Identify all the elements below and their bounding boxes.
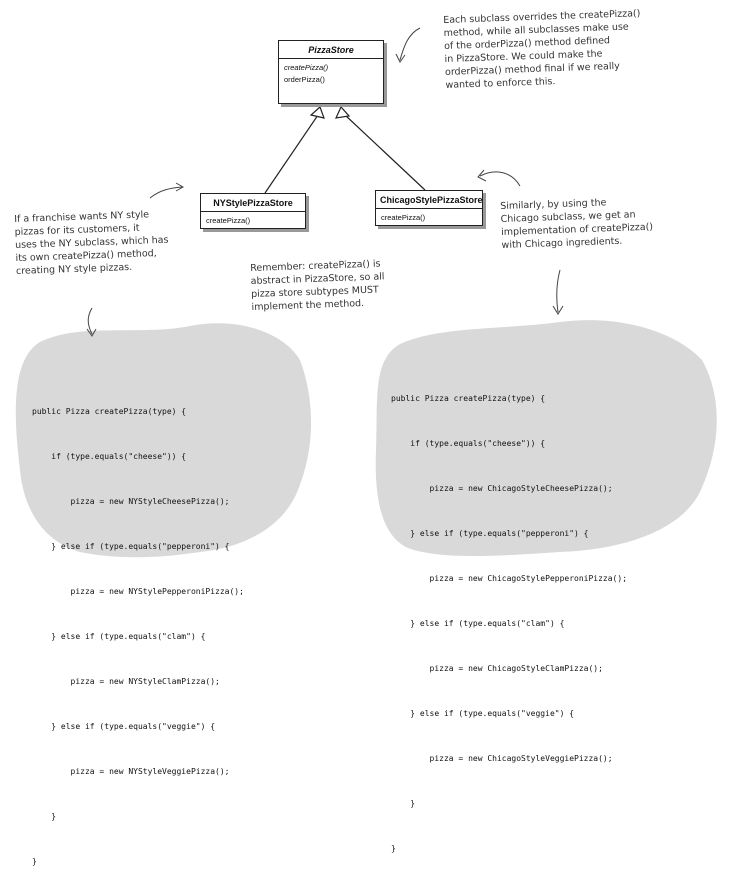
ny-create-pizza-code: public Pizza createPizza(type) { if (typ… [32, 374, 244, 884]
ny-inheritance-line [264, 114, 319, 194]
note-right: Similarly, by using the Chicago subclass… [500, 197, 654, 251]
code-line: pizza = new ChicagoStyleVeggiePizza(); [391, 754, 613, 763]
code-line: } else if (type.equals("clam") { [391, 619, 565, 628]
code-line: } else if (type.equals("pepperoni") { [32, 542, 230, 551]
pizzastore-method-createpizza: createPizza() [284, 63, 329, 72]
code-line: pizza = new ChicagoStylePepperoniPizza()… [391, 574, 628, 583]
chicago-code-blob [375, 320, 717, 556]
pizzastore-class: PizzaStore createPizza() orderPizza() [278, 40, 384, 104]
note-left: If a franchise wants NY style pizzas for… [14, 209, 169, 277]
ny-inheritance-arrowhead [309, 105, 325, 119]
right-note-down-arrow [556, 269, 561, 313]
chicagostylepizzastore-class-name: ChicagoStylePizzaStore [376, 191, 483, 209]
note-top-right: Each subclass overrides the createPizza(… [443, 8, 641, 91]
code-line: public Pizza createPizza(type) { [391, 394, 546, 403]
code-line: pizza = new NYStylePepperoniPizza(); [32, 587, 244, 596]
code-line: pizza = new NYStyleCheesePizza(); [32, 497, 230, 506]
code-line: if (type.equals("cheese")) { [32, 452, 187, 461]
code-blobs [15, 320, 717, 558]
code-line: } else if (type.equals("clam") { [32, 632, 206, 641]
code-line: public Pizza createPizza(type) { [32, 407, 187, 416]
chicagostylepizzastore-class: ChicagoStylePizzaStore createPizza() [375, 190, 483, 226]
nystylepizzastore-method-createpizza: createPizza() [206, 216, 251, 225]
top-note-arrow [399, 27, 421, 61]
note-middle: Remember: createPizza() is abstract in P… [250, 258, 385, 313]
code-line: pizza = new NYStyleClamPizza(); [32, 677, 220, 686]
ny-code-blob [15, 323, 312, 558]
chicago-create-pizza-code: public Pizza createPizza(type) { if (typ… [391, 361, 627, 871]
pizzastore-class-name: PizzaStore [279, 41, 383, 59]
code-line: } else if (type.equals("veggie") { [391, 709, 575, 718]
code-line: pizza = new ChicagoStyleClamPizza(); [391, 664, 603, 673]
diagram-lines [86, 27, 564, 337]
code-line: } else if (type.equals("veggie") { [32, 722, 216, 731]
chicago-inheritance-line [344, 114, 426, 191]
nystylepizzastore-class: NYStylePizzaStore createPizza() [200, 193, 306, 229]
code-line: } [32, 812, 57, 821]
code-line: } [32, 857, 37, 866]
code-line: } [391, 799, 416, 808]
code-line: } [391, 844, 396, 853]
pizzastore-method-orderpizza: orderPizza() [284, 75, 325, 84]
code-line: if (type.equals("cheese")) { [391, 439, 546, 448]
code-line: pizza = new NYStyleVeggiePizza(); [32, 767, 230, 776]
code-line: } else if (type.equals("pepperoni") { [391, 529, 589, 538]
chicago-inheritance-arrowhead [334, 105, 351, 119]
left-note-down-arrow [87, 307, 93, 335]
pizzastore-methods: createPizza() orderPizza() [279, 59, 383, 89]
left-note-arrow [149, 186, 183, 199]
chicagostylepizzastore-methods: createPizza() [376, 209, 482, 227]
nystylepizzastore-class-name: NYStylePizzaStore [201, 194, 305, 212]
code-line: pizza = new ChicagoStyleCheesePizza(); [391, 484, 613, 493]
nystylepizzastore-methods: createPizza() [201, 212, 305, 230]
right-note-arrow [479, 171, 521, 187]
chicagostylepizzastore-method-createpizza: createPizza() [381, 213, 426, 222]
